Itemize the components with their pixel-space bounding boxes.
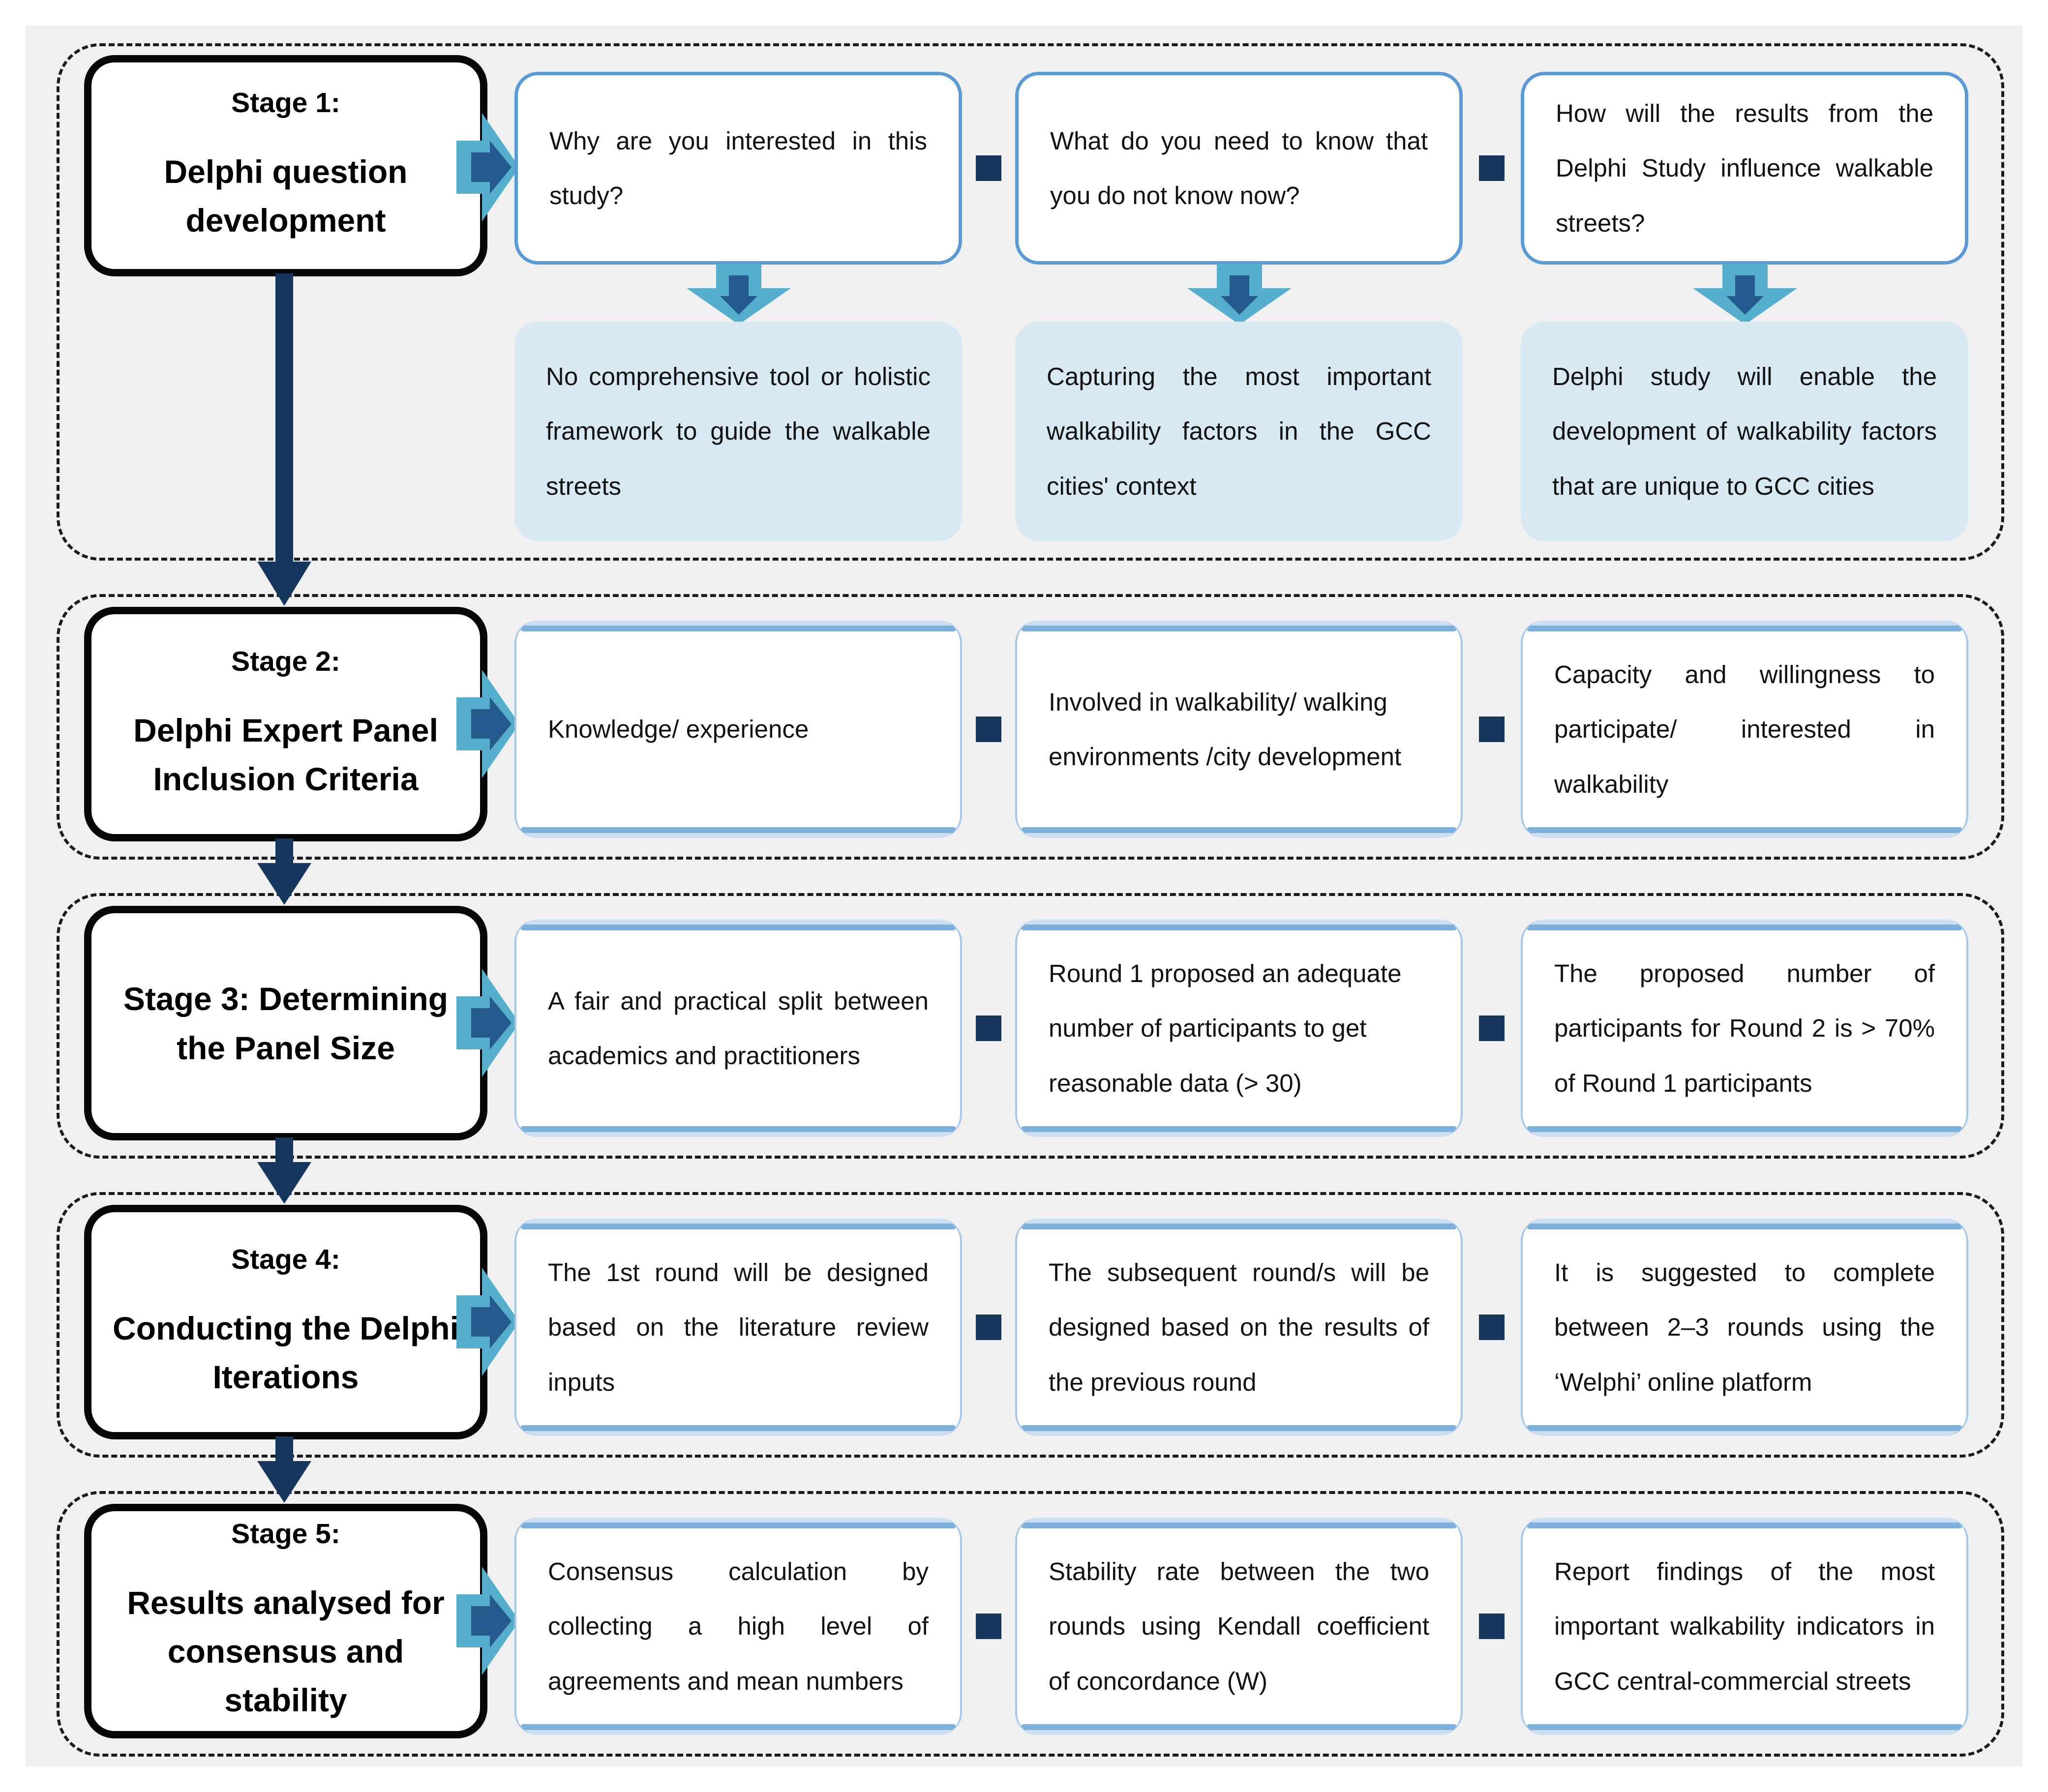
stage-flow-arrow-icon <box>257 838 311 905</box>
stage-2-title-box: Stage 2: Delphi Expert Panel Inclusion C… <box>84 607 487 841</box>
panel-size-card-3: The proposed number of participants for … <box>1521 920 1968 1137</box>
connector-square <box>1479 1314 1505 1340</box>
stage-label: Stage 2: <box>231 645 340 677</box>
connector-square <box>1479 155 1505 181</box>
stage-5-title-box: Stage 5: Results analysed for consensus … <box>84 1504 487 1738</box>
stage-4-title-text: Stage 4: Conducting the Delphi Iteration… <box>108 1243 463 1402</box>
flow-arrow-down-icon <box>687 264 791 325</box>
criteria-card-2-text: Involved in walkability/ walking environ… <box>1049 687 1402 771</box>
answer-card-2: Capturing the most important walkability… <box>1015 322 1463 541</box>
stage-label: Stage 4: <box>231 1243 340 1275</box>
connector-square <box>976 1314 1001 1340</box>
stage-flow-arrow-icon <box>257 273 311 606</box>
panel-size-card-1-text: A fair and practical split between acade… <box>548 986 929 1070</box>
stage-title: Delphi Expert Panel Inclusion Criteria <box>133 712 438 797</box>
stage-1-title-text: Stage 1: Delphi question development <box>108 87 463 245</box>
stage-title: Determining the Panel Size <box>177 980 449 1067</box>
stage-4-group-outline: Stage 4: Conducting the Delphi Iteration… <box>57 1192 2004 1458</box>
results-card-1: Consensus calculation by collecting a hi… <box>514 1518 962 1735</box>
stage-title: Results analysed for consensus and stabi… <box>127 1584 445 1718</box>
results-card-2: Stability rate between the two rounds us… <box>1015 1518 1463 1735</box>
results-card-3-text: Report findings of the most important wa… <box>1554 1557 1935 1695</box>
answer-card-1-text: No comprehensive tool or holistic framew… <box>546 362 931 500</box>
connector-square <box>976 1015 1001 1041</box>
question-card-3-text: How will the results from the Delphi Stu… <box>1556 99 1933 237</box>
stage-1-title-box: Stage 1: Delphi question development <box>84 55 487 276</box>
iteration-card-3: It is suggested to complete between 2–3 … <box>1521 1219 1968 1436</box>
criteria-card-2: Involved in walkability/ walking environ… <box>1015 621 1463 838</box>
stage-label: Stage 1: <box>231 87 340 119</box>
answer-card-3-text: Delphi study will enable the development… <box>1552 362 1937 500</box>
answer-card-2-text: Capturing the most important walkability… <box>1047 362 1431 500</box>
stage-3-title-box: Stage 3: Determining the Panel Size <box>84 906 487 1140</box>
question-card-2: What do you need to know that you do not… <box>1015 72 1463 265</box>
stage-label: Stage 3: <box>123 980 250 1017</box>
criteria-card-3: Capacity and willingness to participate/… <box>1521 621 1968 838</box>
diagram-background <box>26 26 2022 1766</box>
stage-label: Stage 5: <box>231 1518 340 1550</box>
results-card-1-text: Consensus calculation by collecting a hi… <box>548 1557 929 1695</box>
criteria-card-1: Knowledge/ experience <box>514 621 962 838</box>
flow-arrow-right-icon <box>456 670 519 778</box>
results-card-3: Report findings of the most important wa… <box>1521 1518 1968 1735</box>
stage-flow-arrow-icon <box>257 1436 311 1503</box>
panel-size-card-1: A fair and practical split between acade… <box>514 920 962 1137</box>
stage-1-group-outline: Stage 1: Delphi question development Why… <box>57 43 2004 561</box>
connector-square <box>976 717 1001 742</box>
stage-3-group-outline: Stage 3: Determining the Panel Size A fa… <box>57 893 2004 1159</box>
stage-4-title-box: Stage 4: Conducting the Delphi Iteration… <box>84 1205 487 1439</box>
iteration-card-3-text: It is suggested to complete between 2–3 … <box>1554 1258 1935 1396</box>
panel-size-card-2: Round 1 proposed an adequate number of p… <box>1015 920 1463 1137</box>
connector-square <box>1479 1613 1505 1639</box>
question-card-2-text: What do you need to know that you do not… <box>1050 126 1428 209</box>
criteria-card-3-text: Capacity and willingness to participate/… <box>1554 660 1935 798</box>
iteration-card-2-text: The subsequent round/s will be designed … <box>1049 1258 1429 1396</box>
stage-2-group-outline: Stage 2: Delphi Expert Panel Inclusion C… <box>57 594 2004 860</box>
iteration-card-2: The subsequent round/s will be designed … <box>1015 1219 1463 1436</box>
iteration-card-1: The 1st round will be designed based on … <box>514 1219 962 1436</box>
flow-arrow-right-icon <box>456 969 519 1077</box>
stage-3-title-text: Stage 3: Determining the Panel Size <box>108 974 463 1073</box>
connector-square <box>976 1613 1001 1639</box>
connector-square <box>976 155 1001 181</box>
answer-card-1: No comprehensive tool or holistic framew… <box>514 322 962 541</box>
flow-arrow-down-icon <box>1187 264 1292 325</box>
iteration-card-1-text: The 1st round will be designed based on … <box>548 1258 929 1396</box>
stage-5-group-outline: Stage 5: Results analysed for consensus … <box>57 1491 2004 1757</box>
question-card-1-text: Why are you interested in this study? <box>549 126 927 209</box>
question-card-3: How will the results from the Delphi Stu… <box>1521 72 1968 265</box>
panel-size-card-3-text: The proposed number of participants for … <box>1554 959 1935 1097</box>
stage-title: Delphi question development <box>164 153 408 239</box>
flow-arrow-right-icon <box>456 1268 519 1376</box>
results-card-2-text: Stability rate between the two rounds us… <box>1049 1557 1429 1695</box>
criteria-card-1-text: Knowledge/ experience <box>548 715 809 744</box>
answer-card-3: Delphi study will enable the development… <box>1521 322 1968 541</box>
flow-arrow-right-icon <box>456 1567 519 1675</box>
question-card-1: Why are you interested in this study? <box>514 72 962 265</box>
stage-title: Conducting the Delphi Iterations <box>113 1310 459 1395</box>
flow-arrow-right-icon <box>456 113 519 221</box>
connector-square <box>1479 717 1505 742</box>
stage-flow-arrow-icon <box>257 1137 311 1204</box>
flow-arrow-down-icon <box>1693 264 1797 325</box>
stage-2-title-text: Stage 2: Delphi Expert Panel Inclusion C… <box>108 645 463 804</box>
panel-size-card-2-text: Round 1 proposed an adequate number of p… <box>1049 959 1402 1097</box>
connector-square <box>1479 1015 1505 1041</box>
stage-5-title-text: Stage 5: Results analysed for consensus … <box>108 1518 463 1725</box>
